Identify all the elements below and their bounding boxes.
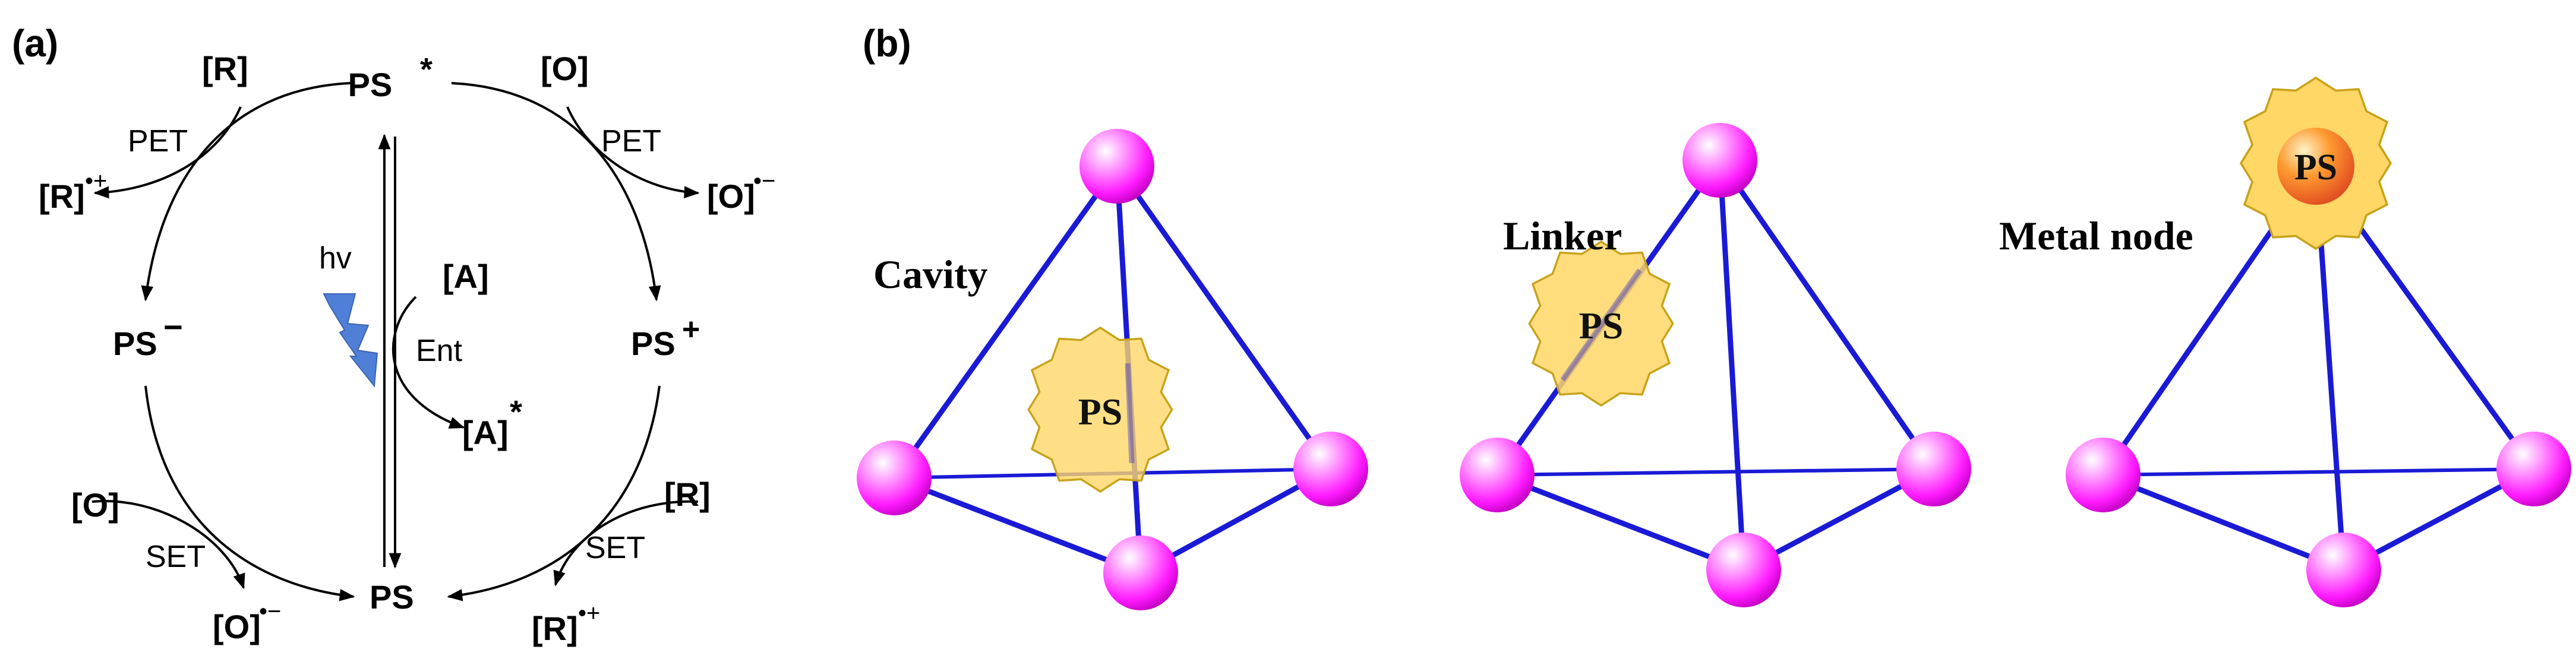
metal-node-sphere [857, 441, 932, 515]
hv-label: hv [319, 241, 352, 275]
metal-node-sphere [1103, 536, 1178, 610]
metal-node-sphere [2306, 533, 2381, 607]
tl-process: PET [128, 124, 188, 159]
ps-star-linker: PS [1528, 240, 1674, 407]
tl-product: [R] [39, 178, 85, 215]
excitation-arrows [378, 134, 402, 569]
arrow-o-to-o-anion-bottom [91, 500, 245, 590]
acceptor-excited-mark: * [510, 394, 522, 430]
acceptor-excited-label: [A] [462, 414, 509, 451]
tr-reagent: [O] [541, 50, 589, 87]
caption-cavity: Cavity [873, 252, 988, 297]
tl-reagent: [R] [202, 50, 248, 87]
caption-linker: Linker [1503, 213, 1622, 258]
lightning-bolt-icon [323, 293, 378, 388]
acceptor-label: [A] [443, 258, 489, 295]
ps-plus-label: PS [631, 325, 675, 362]
panel-b-label: (b) [863, 22, 911, 65]
tetrahedron-linker: PS Linker [1460, 123, 1971, 607]
ps-plus-mark: + [682, 312, 700, 347]
ps-star-label: PS [1078, 391, 1123, 433]
metal-node-sphere [1896, 432, 1971, 506]
metal-node-sphere [1079, 129, 1154, 204]
tr-product-mark: •− [753, 168, 775, 194]
arc-ps-excited-to-ps-minus [141, 82, 351, 302]
metal-node-sphere [2496, 432, 2571, 506]
br-product-mark: •+ [578, 600, 600, 626]
br-reagent: [R] [664, 476, 711, 513]
metal-node-sphere [1682, 123, 1757, 198]
arrow-o-to-o-anion-top [566, 106, 700, 199]
tr-process: PET [601, 124, 661, 159]
ps-minus-mark: − [163, 308, 183, 346]
ps-star-label: PS [2294, 147, 2337, 188]
ps-star-metal-node: PS [2240, 77, 2392, 250]
arrow-r-to-r-cation-bottom [553, 500, 699, 587]
tetrahedron-metal-node: PS Metal node [1999, 77, 2571, 607]
metal-node-sphere [2066, 438, 2141, 512]
ps-excited-label: PS [348, 66, 393, 103]
bl-product-mark: •− [259, 598, 281, 625]
arc-ps-minus-to-ps [144, 385, 355, 601]
ps-ground-label: PS [370, 578, 414, 616]
metal-node-sphere [1293, 432, 1368, 506]
cycle-arcs [141, 82, 661, 601]
bl-product: [O] [213, 608, 261, 645]
bl-reagent: [O] [71, 486, 119, 524]
metal-node-sphere [1706, 533, 1781, 607]
br-product: [R] [532, 610, 578, 647]
bl-process: SET [146, 540, 206, 574]
ent-label: Ent [416, 334, 463, 368]
arrow-r-to-r-cation-top [93, 106, 242, 199]
caption-metal-node: Metal node [1999, 213, 2193, 258]
tetrahedron-cavity: PS Cavity [857, 129, 1368, 610]
ps-star-cavity: PS [1027, 327, 1173, 493]
ps-excited-mark: * [420, 52, 433, 87]
tr-product: [O] [707, 178, 755, 215]
ps-minus-label: PS [113, 325, 157, 362]
panel-a-label: (a) [12, 22, 58, 65]
br-process: SET [585, 531, 645, 565]
metal-node-sphere-ps [2277, 128, 2354, 205]
metal-node-sphere [1460, 438, 1535, 512]
ps-star-label: PS [1579, 305, 1624, 347]
tl-product-mark: •+ [85, 168, 107, 194]
